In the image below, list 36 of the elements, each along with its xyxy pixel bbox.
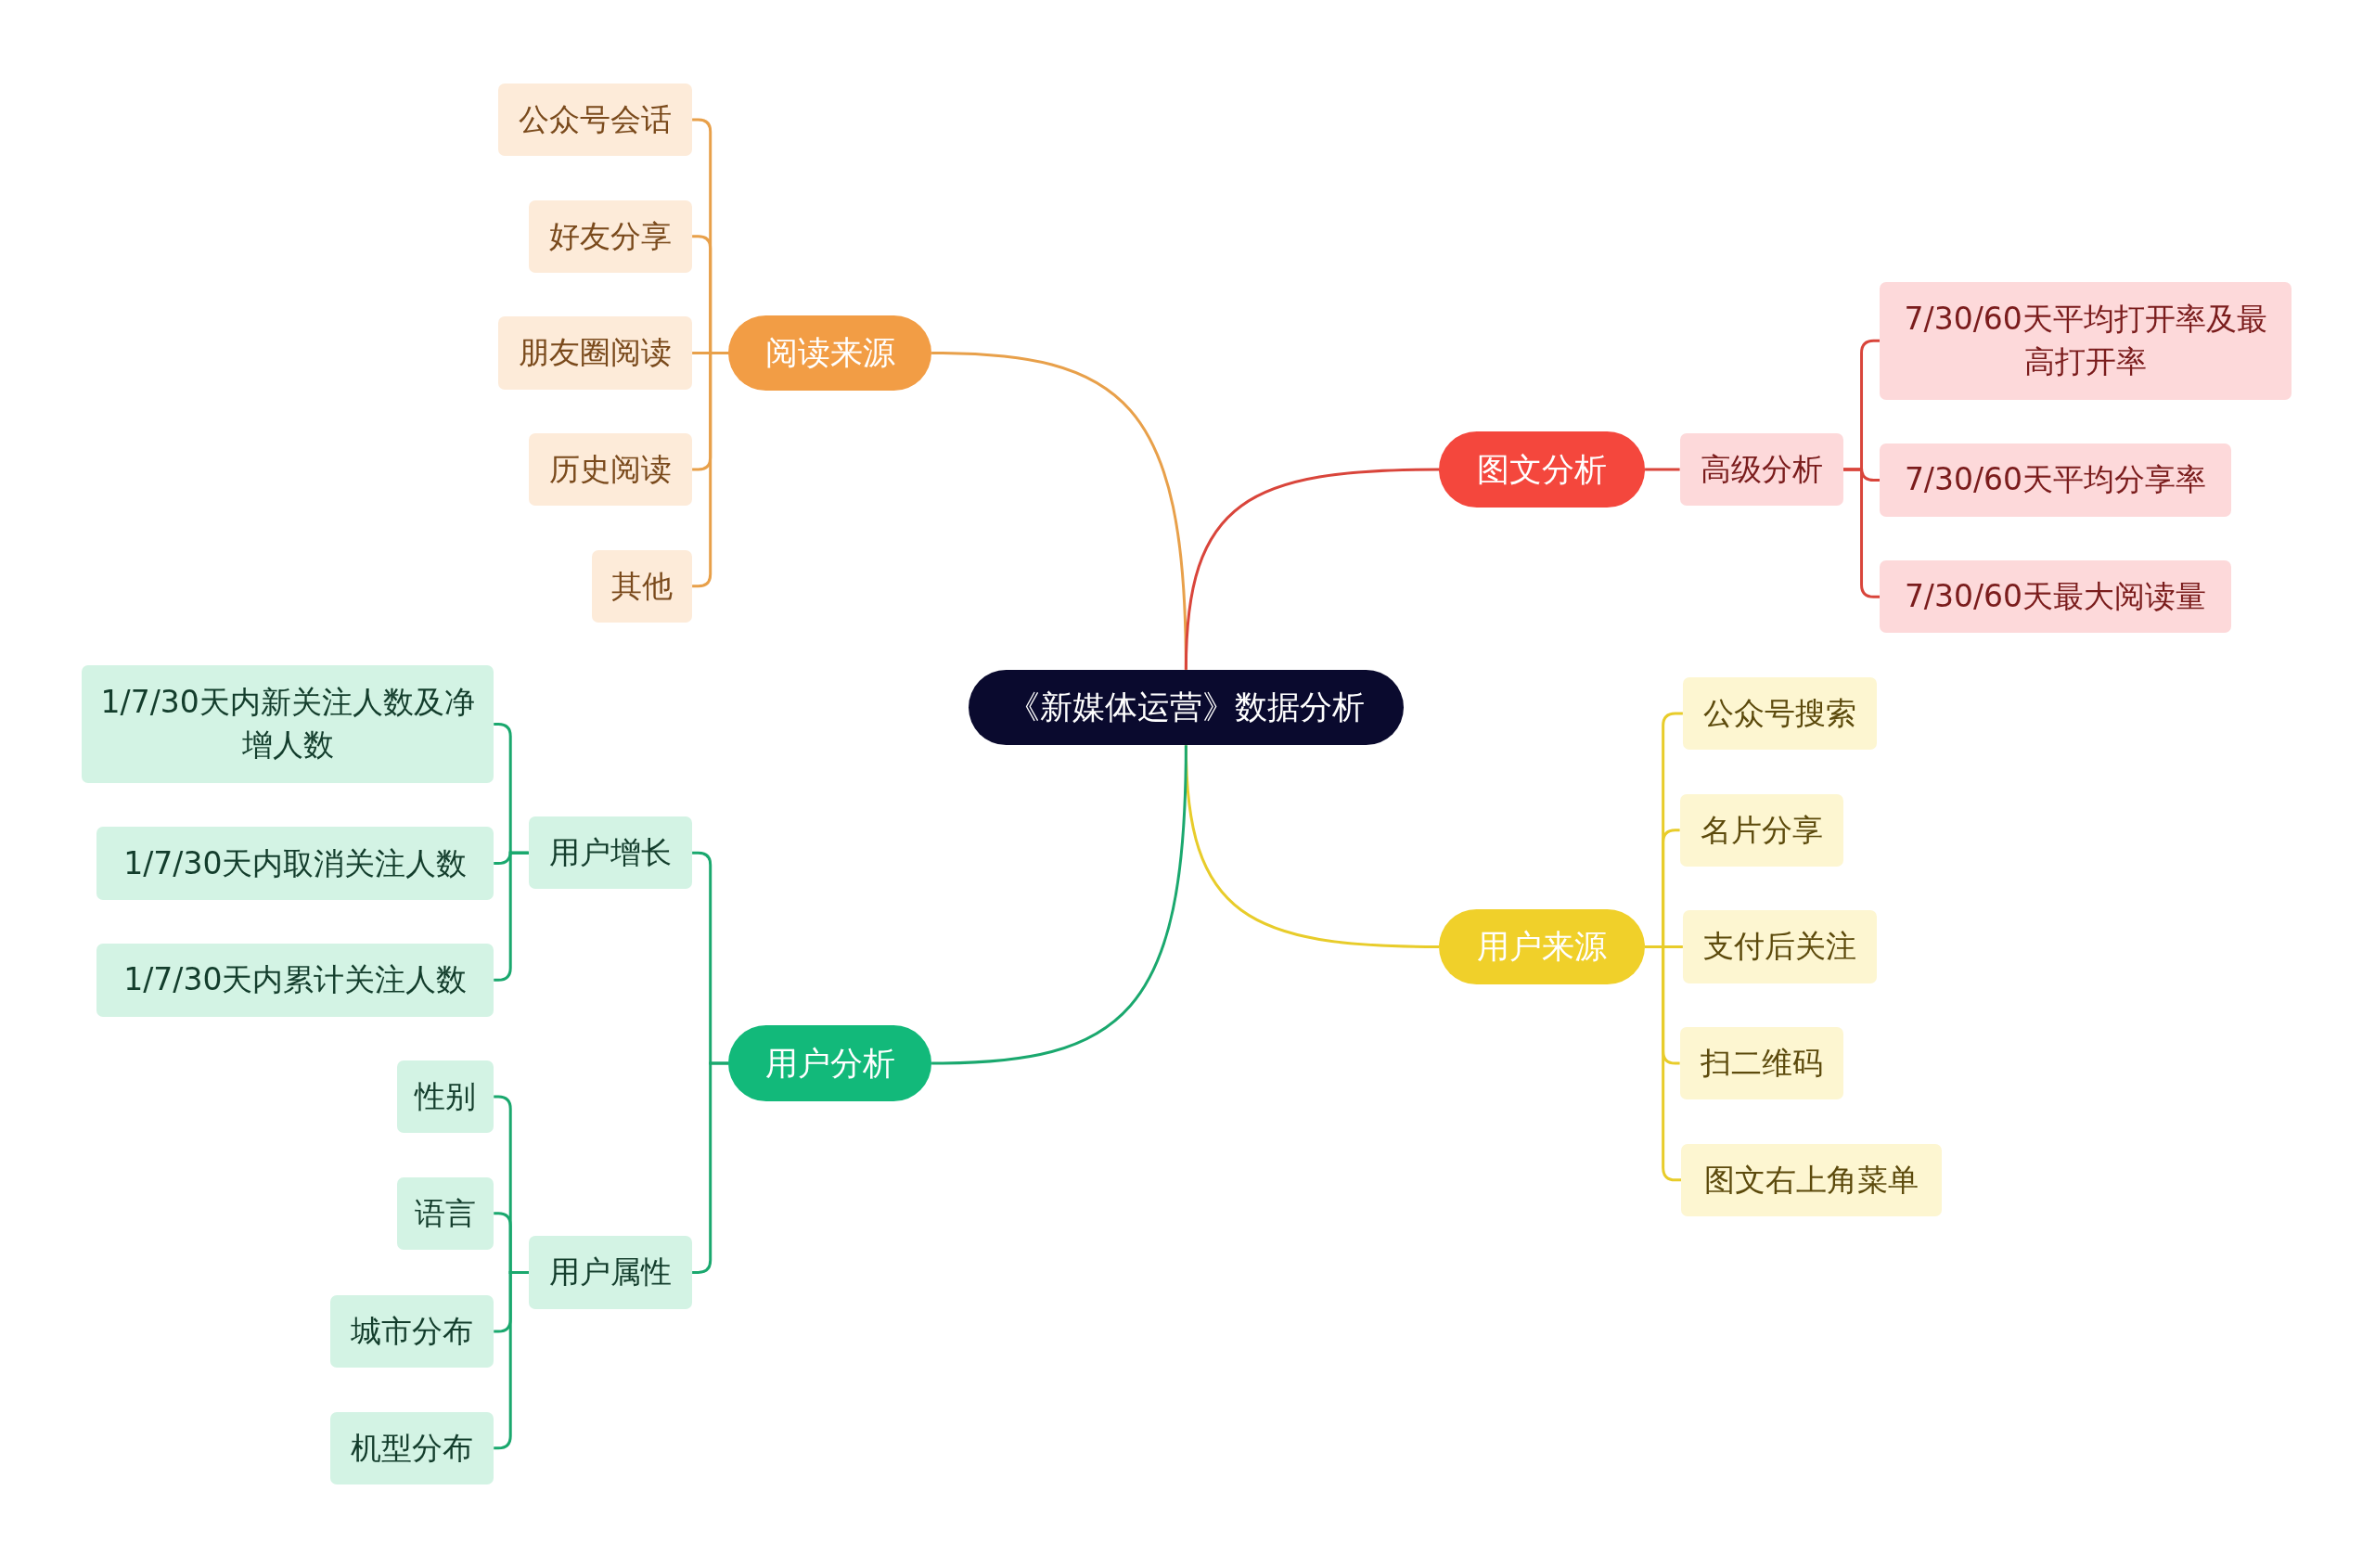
subtopic-box: 高级分析 <box>1679 432 1843 507</box>
central-topic: 《新媒体运营》数据分析 <box>969 669 1404 746</box>
subtopic-box: 历史阅读 <box>528 432 693 507</box>
subtopic-box: 其他 <box>592 549 693 623</box>
subtopic-box: 城市分布 <box>329 1294 494 1369</box>
connector-line <box>692 1061 729 1274</box>
connector-line <box>931 745 1188 1065</box>
subtopic-box: 7/30/60天平均打开率及最高打开率 <box>1880 281 2292 400</box>
connector-line <box>1645 945 1682 1182</box>
subtopic-box: 公众号搜索 <box>1682 676 1877 751</box>
subtopic-box: 1/7/30天内新关注人数及净增人数 <box>82 664 494 784</box>
subtopic-box: 扫二维码 <box>1679 1026 1843 1100</box>
subtopic-box: 1/7/30天内取消关注人数 <box>96 827 494 900</box>
subtopic-box: 7/30/60天平均分享率 <box>1880 443 2231 517</box>
connector-line <box>692 351 729 588</box>
subtopic-box: 用户属性 <box>528 1236 693 1309</box>
branch-topic: 图文分析 <box>1439 431 1646 508</box>
subtopic-box: 7/30/60天最大阅读量 <box>1880 560 2231 634</box>
subtopic-box: 1/7/30天内累计关注人数 <box>96 944 494 1017</box>
subtopic-box: 名片分享 <box>1679 793 1843 867</box>
subtopic-box: 好友分享 <box>528 199 693 273</box>
subtopic-box: 语言 <box>396 1176 494 1250</box>
subtopic-box: 支付后关注 <box>1682 910 1877 983</box>
subtopic-box: 性别 <box>396 1060 494 1134</box>
branch-topic: 阅读来源 <box>728 315 932 392</box>
connector-line <box>1645 468 1680 471</box>
subtopic-box: 用户增长 <box>528 816 693 890</box>
subtopic-box: 机型分布 <box>329 1411 494 1484</box>
branch-topic: 用户分析 <box>728 1025 932 1101</box>
subtopic-box: 图文右上角菜单 <box>1681 1143 1943 1216</box>
connector-line <box>494 851 529 982</box>
subtopic-box: 公众号会话 <box>498 83 693 157</box>
subtopic-box: 朋友圈阅读 <box>498 316 693 390</box>
connector-line <box>1842 468 1881 598</box>
branch-topic: 用户来源 <box>1439 908 1646 985</box>
connector-line <box>1184 468 1440 670</box>
